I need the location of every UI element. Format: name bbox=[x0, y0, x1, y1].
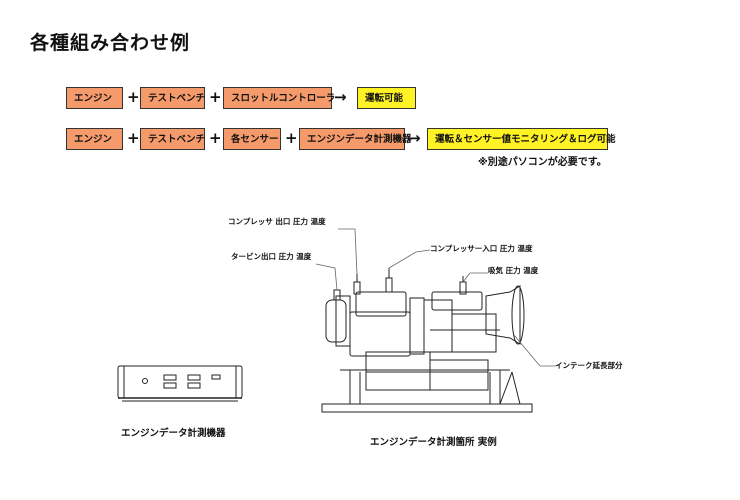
plus-sign: + bbox=[285, 129, 298, 147]
callout-leader-lines bbox=[315, 228, 555, 367]
page-title: 各種組み合わせ例 bbox=[30, 32, 191, 54]
plus-sign: + bbox=[209, 88, 222, 106]
engine-box: エンジン bbox=[66, 128, 123, 150]
label-compressor-outlet: コンプレッサ 出口 圧力 温度 bbox=[228, 217, 326, 226]
plus-sign: + bbox=[209, 129, 222, 147]
arrow-sign: → bbox=[408, 129, 421, 147]
label-intake: 吸気 圧力 温度 bbox=[488, 266, 539, 275]
result-box-monitoring: 運転＆センサー値モニタリング＆ログ可能 bbox=[427, 128, 616, 150]
arrow-sign: → bbox=[334, 88, 347, 106]
data-device-box: エンジンデータ計測機器 bbox=[299, 128, 412, 150]
plus-sign: + bbox=[127, 88, 140, 106]
label-turbine-outlet: タービン出口 圧力 温度 bbox=[231, 252, 312, 261]
engine-bench-illustration bbox=[321, 268, 533, 413]
sensors-box: 各センサー bbox=[223, 128, 281, 150]
engine-box: エンジン bbox=[66, 87, 123, 109]
measurement-device-illustration bbox=[117, 365, 243, 402]
plus-sign: + bbox=[127, 129, 140, 147]
engine-caption: エンジンデータ計測箇所 実例 bbox=[370, 437, 497, 448]
device-caption: エンジンデータ計測機器 bbox=[121, 428, 226, 439]
note-pc-required: ※別途パソコンが必要です。 bbox=[478, 157, 607, 168]
test-bench-box: テストベンチ bbox=[140, 87, 205, 109]
test-bench-box: テストベンチ bbox=[140, 128, 205, 150]
result-box-drive: 運転可能 bbox=[357, 87, 416, 109]
throttle-controller-box: スロットルコントローラー bbox=[223, 87, 345, 109]
label-intake-extension: インテーク延長部分 bbox=[555, 361, 623, 370]
label-compressor-inlet: コンプレッサー入口 圧力 温度 bbox=[430, 244, 533, 253]
